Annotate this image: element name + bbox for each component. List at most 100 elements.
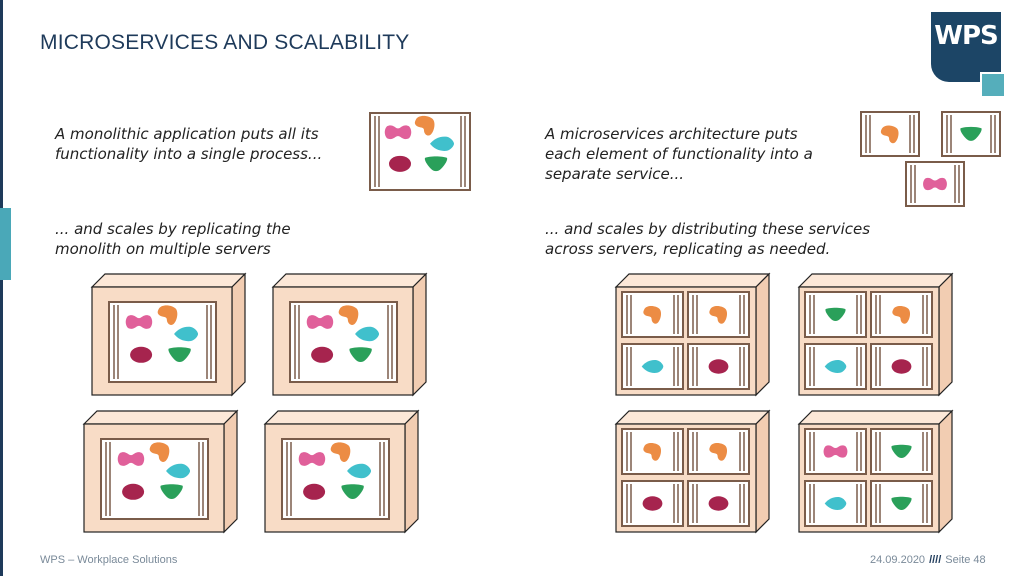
microservice-frame	[687, 343, 750, 390]
server-side	[755, 272, 770, 397]
teal-blob	[824, 497, 847, 510]
pink-blob	[823, 445, 848, 458]
orange-component-shape	[892, 306, 911, 324]
microservice-frame	[621, 480, 684, 527]
caption-micro-intro: A microservices architecture puts each e…	[545, 125, 813, 183]
pink-blob	[306, 315, 334, 329]
server-top	[614, 273, 771, 288]
maroon-blob	[130, 346, 153, 363]
teal-component-shape	[166, 463, 191, 479]
left-accent-tab	[0, 208, 11, 280]
maroon-blob	[891, 359, 912, 374]
microservice-frame	[870, 428, 933, 475]
green-component-shape	[424, 156, 448, 172]
green-blob	[160, 484, 183, 500]
caption-monolith-intro: A monolithic application puts all its fu…	[55, 125, 323, 163]
orange-blob	[892, 306, 911, 324]
green-component-shape	[825, 307, 846, 322]
orange-component-shape	[709, 443, 728, 461]
caption-micro-scale: ... and scales by distributing these ser…	[545, 220, 871, 258]
pink-component-shape	[125, 315, 153, 329]
microservice-frame	[687, 291, 750, 338]
green-blob	[825, 307, 846, 322]
green-component-shape	[168, 347, 191, 363]
maroon-component-shape	[303, 483, 326, 500]
orange-component-shape	[880, 125, 899, 144]
logo-accent-square	[980, 72, 1006, 98]
maroon-component-shape	[708, 359, 729, 374]
maroon-component-shape	[708, 496, 729, 511]
teal-component-shape	[641, 360, 664, 373]
logo-text: WPS	[934, 21, 998, 51]
footer-meta: 24.09.2020////Seite 48	[870, 554, 986, 566]
pink-blob	[923, 177, 947, 191]
orange-component-shape	[643, 443, 662, 461]
microservice-frame	[621, 291, 684, 338]
footer-date: 24.09.2020	[870, 554, 926, 566]
orange-blob	[880, 125, 899, 144]
microservice-frame	[905, 161, 965, 207]
microservice-frame	[941, 111, 1001, 157]
teal-component-shape	[174, 326, 199, 342]
green-blob	[891, 496, 912, 511]
server-side	[404, 409, 419, 534]
monolith-process-frame	[108, 301, 217, 383]
server-top	[797, 273, 954, 288]
green-component-shape	[160, 484, 183, 500]
teal-blob	[824, 360, 847, 373]
orange-component-shape	[330, 442, 351, 463]
orange-component-shape	[414, 115, 435, 136]
microservice-frame	[621, 428, 684, 475]
orange-blob	[338, 305, 359, 326]
teal-component-shape	[347, 463, 372, 479]
monolith-process-frame	[369, 112, 471, 191]
pink-component-shape	[298, 452, 326, 466]
orange-component-shape	[338, 305, 359, 326]
pink-component-shape	[306, 315, 334, 329]
server-side	[223, 409, 238, 534]
server-side	[938, 272, 953, 397]
microservice-frame	[804, 343, 867, 390]
orange-component-shape	[643, 306, 662, 324]
green-component-shape	[349, 347, 372, 363]
logo-box: WPS	[931, 12, 1001, 82]
green-blob	[960, 126, 982, 141]
left-accent-rule	[0, 0, 3, 576]
microservice-frame	[870, 291, 933, 338]
orange-component-shape	[709, 306, 728, 324]
frame-border	[870, 480, 933, 527]
footer-separator: ////	[929, 554, 942, 566]
teal-blob	[641, 360, 664, 373]
teal-blob	[166, 463, 191, 479]
microservice-frame	[804, 291, 867, 338]
server-top	[90, 273, 247, 288]
caption-monolith-scale: ... and scales by replicating the monoli…	[55, 220, 291, 258]
maroon-blob	[708, 359, 729, 374]
green-component-shape	[891, 496, 912, 511]
pink-component-shape	[923, 177, 947, 191]
pink-blob	[125, 315, 153, 329]
maroon-component-shape	[130, 346, 153, 363]
orange-blob	[643, 306, 662, 324]
microservice-frame	[804, 428, 867, 475]
footer-page-number: Seite 48	[945, 554, 986, 566]
orange-blob	[709, 306, 728, 324]
maroon-blob	[311, 346, 334, 363]
monolith-process-frame	[289, 301, 398, 383]
monolith-process-frame	[100, 438, 209, 520]
green-blob	[424, 156, 448, 172]
orange-blob	[149, 442, 170, 463]
green-component-shape	[891, 444, 912, 459]
orange-component-shape	[149, 442, 170, 463]
green-blob	[168, 347, 191, 363]
teal-blob	[174, 326, 199, 342]
teal-component-shape	[355, 326, 380, 342]
orange-blob	[157, 305, 178, 326]
maroon-component-shape	[642, 496, 663, 511]
pink-blob	[298, 452, 326, 466]
microservice-frame	[687, 480, 750, 527]
frame-border	[687, 480, 750, 527]
pink-component-shape	[823, 445, 848, 458]
pink-component-shape	[384, 125, 412, 140]
